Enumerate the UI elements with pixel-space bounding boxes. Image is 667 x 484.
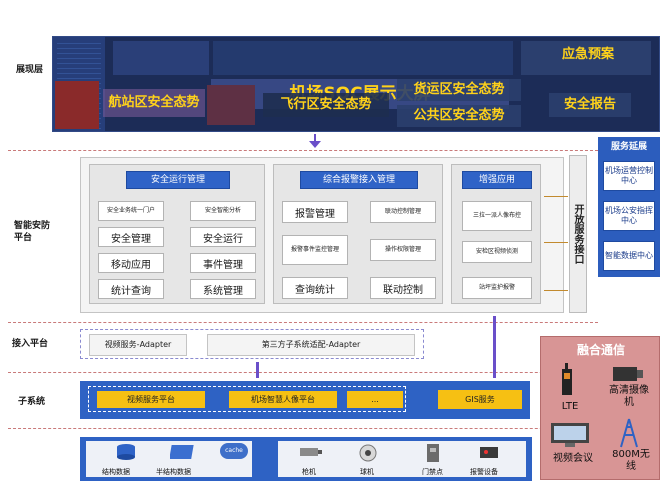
airport-police-command-box[interactable]: 机场公安指挥中心 (603, 201, 655, 231)
separator-3 (8, 372, 598, 373)
arrow-screen-down (314, 134, 316, 144)
security-analysis-box[interactable]: 安全智能分析 (190, 201, 256, 221)
airside-security-button[interactable]: 飞行区安全态势 (263, 93, 389, 117)
security-portal-box[interactable]: 安全业务统一门户 (98, 201, 164, 221)
airport-operations-center-box[interactable]: 机场运营控制中心 (603, 161, 655, 191)
wireless-label: 800M无线 (612, 449, 650, 472)
separator-4 (8, 428, 598, 429)
security-video-detection-box[interactable]: 安检区视频侦测 (462, 241, 532, 263)
device-layer-frame: cache 结构数据 半结构数据 枪机 球机 门禁点 报警设备 (80, 437, 532, 481)
terminal-security-button[interactable]: 航站区安全态势 (103, 89, 205, 117)
safety-management-box[interactable]: 安全管理 (98, 227, 164, 247)
video-platform-box[interactable]: 视频服务平台 (97, 391, 205, 408)
event-management-box[interactable]: 事件管理 (190, 253, 256, 273)
service-extension-panel: 服务延展 机场运营控制中心 机场公安指挥中心 智能数据中心 (598, 137, 660, 277)
statistics-query-box[interactable]: 统计查询 (98, 279, 164, 299)
linkage-control-box[interactable]: 联动控制 (370, 277, 436, 299)
subsystem-inner-frame: 视频服务平台 机场智慧人像平台 ... (88, 386, 406, 412)
arrow-interface-2 (544, 242, 568, 243)
gun-camera-icon (300, 448, 322, 456)
arrow-interface-1 (544, 196, 568, 197)
public-security-button[interactable]: 公共区安全态势 (397, 105, 521, 127)
ops-column: 安全运行管理 安全业务统一门户 安全智能分析 安全管理 安全运行 移动应用 事件… (89, 164, 265, 304)
video-conference-icon (551, 423, 589, 447)
arrow-access-subsystem (256, 362, 259, 378)
fusion-communication-panel: 融合通信 LTE 高清摄像机 视频会议 800M无线 (540, 336, 660, 480)
alarm-event-monitor-box[interactable]: 报警事件监控管理 (282, 235, 348, 265)
emergency-plan-button[interactable]: 应急预案 (551, 45, 625, 65)
cache-icon: cache (220, 443, 248, 459)
gun-camera-label: 枪机 (302, 468, 316, 476)
alarm-device-label: 报警设备 (470, 468, 498, 476)
soc-display-screen: 机场SOC展示大屏 应急预案 航站区安全态势 飞行区安全态势 货运区安全态势 公… (52, 36, 660, 132)
open-service-interface: 开放服务接口 (569, 155, 587, 313)
separator-2 (8, 322, 598, 323)
arrow-platform-gis (493, 316, 496, 378)
device-group: 枪机 球机 门禁点 报警设备 (278, 441, 526, 477)
system-management-box[interactable]: 系统管理 (190, 279, 256, 299)
layer-label-subsystem: 子系统 (18, 397, 46, 407)
hd-camera-icon (613, 367, 643, 381)
gis-service-box[interactable]: GIS服务 (438, 390, 522, 409)
separator-1 (8, 150, 598, 151)
more-subsystems-box[interactable]: ... (347, 391, 403, 408)
alarm-column-header: 综合报警接入管理 (300, 171, 418, 189)
linkage-control-management-box[interactable]: 联动控制管理 (370, 201, 436, 223)
semi-structured-label: 半结构数据 (156, 468, 191, 476)
third-party-adapter-box[interactable]: 第三方子系统适配-Adapter (207, 334, 415, 356)
structured-data-label: 结构数据 (102, 468, 130, 476)
service-extension-title: 服务延展 (610, 142, 647, 152)
security-platform-frame: 安全运行管理 安全业务统一门户 安全智能分析 安全管理 安全运行 移动应用 事件… (80, 157, 564, 313)
video-conference-label: 视频会议 (553, 453, 593, 464)
access-platform-frame: 视频服务-Adapter 第三方子系统适配-Adapter (80, 329, 424, 359)
hd-camera-label: 高清摄像机 (609, 385, 649, 408)
screen-red-panel-2 (207, 85, 255, 125)
face-platform-box[interactable]: 机场智慧人像平台 (229, 391, 337, 408)
lte-label: LTE (561, 401, 579, 412)
cargo-security-button[interactable]: 货运区安全态势 (397, 79, 521, 101)
security-report-button[interactable]: 安全报告 (549, 93, 631, 117)
dome-camera-label: 球机 (360, 468, 374, 476)
layer-label-security-platform: 智能安防平台 (14, 221, 51, 243)
dome-camera-icon (359, 444, 377, 462)
database-icon (117, 444, 135, 460)
alarm-management-box[interactable]: 报警管理 (282, 201, 348, 223)
fusion-title: 融合通信 (576, 343, 625, 357)
apron-alarm-box[interactable]: 站坪监护报警 (462, 277, 532, 299)
alarm-column: 综合报警接入管理 报警管理 联动控制管理 报警事件监控管理 操作权限管理 查询统… (273, 164, 443, 304)
semi-structured-icon (170, 445, 194, 459)
layer-label-access-platform: 接入平台 (12, 339, 49, 349)
screen-top-bar (213, 41, 513, 75)
layer-label-display: 展现层 (16, 65, 44, 75)
arrow-interface-3 (544, 290, 568, 291)
alarm-device-icon (480, 447, 498, 458)
enhance-column-header: 增强应用 (462, 171, 532, 189)
query-statistics-box[interactable]: 查询统计 (282, 277, 348, 299)
mobile-app-box[interactable]: 移动应用 (98, 253, 164, 273)
data-center-box[interactable]: 智能数据中心 (603, 241, 655, 271)
data-storage-group: cache 结构数据 半结构数据 (86, 441, 252, 477)
ops-column-header: 安全运行管理 (126, 171, 230, 189)
video-adapter-box[interactable]: 视频服务-Adapter (89, 334, 187, 356)
door-access-label: 门禁点 (422, 468, 443, 476)
screen-chart-panel (113, 41, 209, 75)
screen-red-panel (55, 81, 99, 129)
access-door-icon (427, 444, 439, 462)
permission-management-box[interactable]: 操作权限管理 (370, 239, 436, 261)
safety-operation-box[interactable]: 安全运行 (190, 227, 256, 247)
enhance-column: 增强应用 三拉一派人像布控 安检区视频侦测 站坪监护报警 (451, 164, 541, 304)
arrow-screen-down-head (309, 141, 321, 148)
lte-radio-icon (562, 363, 572, 395)
wireless-tower-icon (620, 418, 638, 448)
subsystem-frame: 视频服务平台 机场智慧人像平台 ... GIS服务 (80, 381, 530, 419)
face-control-box[interactable]: 三拉一派人像布控 (462, 201, 532, 231)
